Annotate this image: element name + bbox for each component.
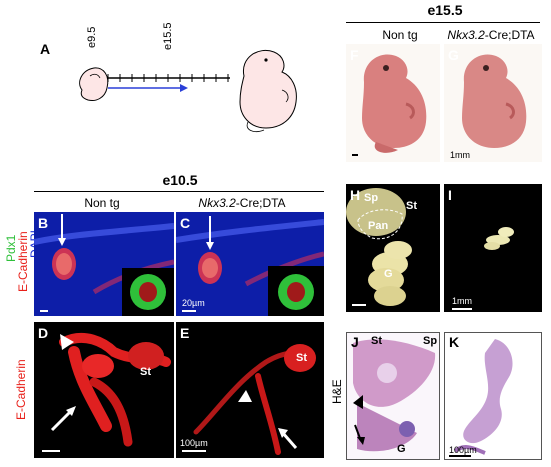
tissue-label-j-st: St — [371, 335, 382, 347]
stain-label-he: H&E — [330, 379, 344, 404]
scale-label-e: 100µm — [180, 438, 208, 448]
histology-j-image — [353, 339, 436, 452]
scale-bar-c — [182, 310, 196, 312]
cre-gene-name-2: Nkx3.2 — [198, 196, 236, 210]
panel-label-a: A — [40, 41, 51, 57]
header-e15-5: e15.5 — [427, 2, 463, 18]
embryo-f-image — [362, 54, 427, 153]
panel-g-embryo-photo: G 1mm — [444, 44, 542, 162]
panel-label-c: C — [180, 215, 191, 231]
column-label-non-tg-top: Non tg — [382, 28, 418, 42]
panel-label-d: D — [38, 325, 49, 341]
panel-label-g: G — [448, 47, 459, 63]
column-label-cre-top: Nkx3.2-Cre;DTA — [436, 28, 546, 42]
cre-suffix: -Cre;DTA — [484, 28, 535, 42]
stain-label-ecad-2: E-Cadherin — [14, 359, 28, 420]
ecadherin-d-image — [50, 332, 171, 447]
tissue-label-d-st: St — [140, 366, 151, 378]
arrowhead-d — [60, 334, 74, 350]
panel-label-i: I — [448, 187, 452, 203]
small-embryo-icon — [79, 67, 109, 101]
panel-label-f: F — [350, 47, 359, 63]
tissue-label-h-pan: Pan — [368, 220, 389, 232]
tissue-label-e-st: St — [296, 352, 307, 364]
panel-i-dissection: I 1mm — [444, 184, 542, 312]
scale-bar-b — [40, 310, 48, 312]
tissue-label-h-st: St — [406, 200, 417, 212]
arrowhead-e — [238, 390, 252, 402]
fluorescence-c-image — [176, 216, 324, 316]
timeline-schematic — [79, 50, 297, 132]
timeline-end-label: e15.5 — [162, 22, 174, 50]
scale-bar-h — [352, 304, 366, 306]
panel-h-dissection: H Sp St Pan G — [346, 184, 440, 312]
panel-d-ecadherin: D St — [34, 322, 174, 458]
panel-label-b: B — [38, 215, 49, 231]
tissue-label-j-sp: Sp — [423, 335, 438, 347]
embryo-g-image — [462, 54, 527, 148]
cre-gene-name: Nkx3.2 — [447, 28, 485, 42]
scale-label-g: 1mm — [450, 150, 470, 160]
panel-label-j: J — [351, 334, 359, 350]
panel-label-h: H — [350, 187, 361, 203]
scale-label-i: 1mm — [452, 296, 472, 306]
scale-bar-e — [182, 450, 206, 452]
column-label-cre-bottom: Nkx3.2-Cre;DTA — [172, 196, 312, 210]
scale-bar-d — [42, 450, 60, 452]
scale-bar-k — [449, 455, 471, 457]
header-rule-e15-5 — [346, 22, 540, 23]
cre-suffix-2: -Cre;DTA — [235, 196, 286, 210]
header-e10-5: e10.5 — [162, 172, 198, 188]
panel-label-e: E — [180, 325, 190, 341]
large-embryo-icon — [239, 50, 297, 132]
ecadherin-e-image — [193, 344, 316, 455]
scale-bar-i — [452, 308, 472, 310]
timeline-start-label: e9.5 — [86, 26, 98, 48]
panel-c-fluorescence: C 20µm — [176, 212, 324, 316]
scale-label-c: 20µm — [182, 298, 205, 308]
dissection-i-image — [484, 227, 514, 250]
histology-k-image — [453, 339, 513, 455]
panel-label-k: K — [449, 334, 460, 350]
tissue-label-h-g: G — [384, 268, 393, 280]
tissue-label-h-sp: Sp — [364, 192, 379, 204]
panel-j-histology: J St Sp G — [346, 332, 440, 460]
panel-f-embryo-photo: F — [346, 44, 440, 162]
column-label-non-tg-bottom: Non tg — [84, 196, 120, 210]
dissection-h-image — [346, 188, 412, 306]
panel-e-ecadherin: E St 100µm — [176, 322, 324, 458]
scale-bar-f — [352, 154, 358, 156]
tissue-label-j-g: G — [397, 443, 406, 455]
panel-k-histology: K 100µm — [444, 332, 542, 460]
scale-label-k: 100µm — [449, 445, 477, 455]
panel-b-fluorescence: B — [34, 212, 174, 316]
header-rule-e10-5 — [34, 191, 324, 192]
fluorescence-b-image — [34, 214, 174, 316]
